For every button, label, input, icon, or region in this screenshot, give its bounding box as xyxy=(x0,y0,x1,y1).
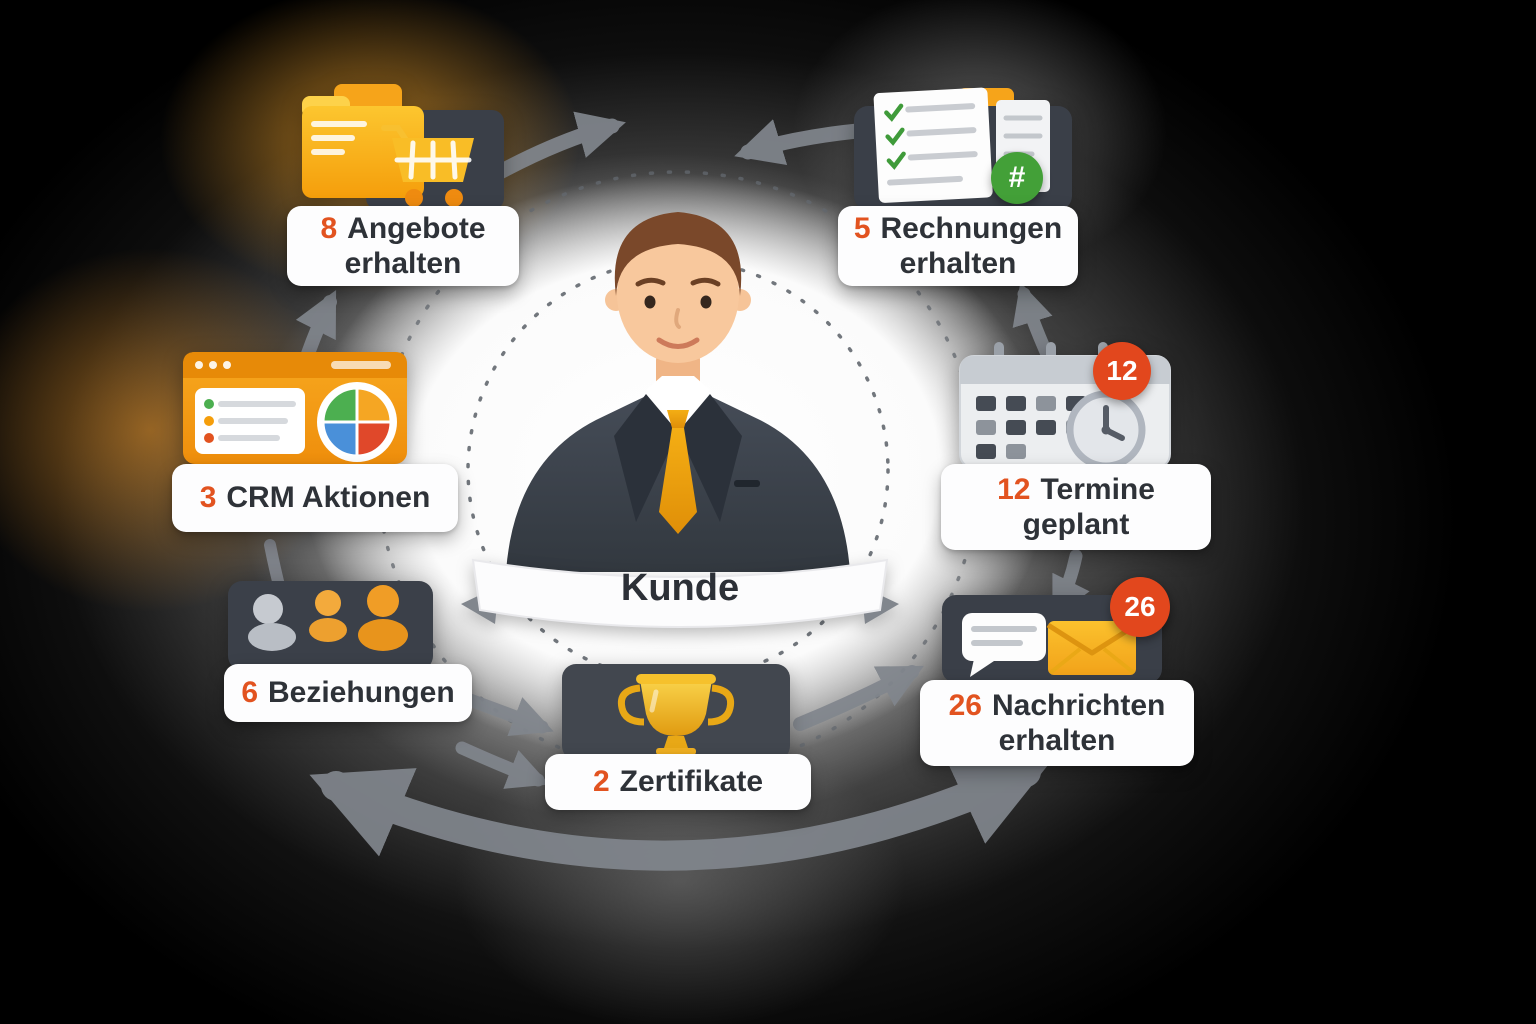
card-termine: 12 Termine geplant xyxy=(941,464,1211,550)
clock-icon xyxy=(1066,390,1146,470)
card-rechnungen: 5 Rechnungen erhalten xyxy=(838,206,1078,286)
pie-chart xyxy=(321,386,393,458)
rechnungen-count: 5 xyxy=(853,211,871,245)
card-beziehungen-line: 6 Beziehungen xyxy=(241,676,455,710)
card-termine-line2: geplant xyxy=(1022,508,1130,541)
nachrichten-count: 26 xyxy=(948,688,982,722)
contacts-icon xyxy=(228,575,433,670)
zertifikate-count: 2 xyxy=(592,765,610,799)
card-zertifikate: 2 Zertifikate xyxy=(545,754,811,810)
arrow-cert-to-messages xyxy=(793,665,924,731)
calendar-icon: 12 xyxy=(952,340,1182,475)
trophy-icon xyxy=(560,662,792,762)
businessman xyxy=(506,212,850,572)
angebote-count: 8 xyxy=(320,211,338,245)
card-nachrichten-line1: 26 Nachrichten xyxy=(948,688,1166,722)
arrow-rel-to-cert-2 xyxy=(455,741,550,789)
arrow-rel-to-cert-1 xyxy=(463,693,554,737)
invoice-checklist-icon: # xyxy=(848,82,1078,214)
kunde-banner xyxy=(461,558,899,628)
card-nachrichten: 26 Nachrichten erhalten xyxy=(920,680,1194,766)
invoice-number-badge: # xyxy=(991,152,1043,204)
card-rechnungen-line1: 5 Rechnungen xyxy=(853,211,1063,245)
card-termine-line1: 12 Termine xyxy=(997,472,1155,506)
messages-count-badge: 26 xyxy=(1110,577,1170,637)
card-crm-line: 3 CRM Aktionen xyxy=(199,481,431,515)
calendar-count-badge: 12 xyxy=(1093,342,1151,400)
kunde-label: Kunde xyxy=(620,566,740,609)
card-angebote-line1: 8 Angebote xyxy=(320,211,486,245)
arrow-topleft xyxy=(492,111,626,180)
card-angebote: 8 Angebote erhalten xyxy=(287,206,519,286)
crm-count: 3 xyxy=(199,481,217,515)
card-beziehungen: 6 Beziehungen xyxy=(224,664,472,722)
arrow-bottom-arc xyxy=(309,756,1053,871)
card-crm: 3 CRM Aktionen xyxy=(172,464,458,532)
card-zertifikate-line: 2 Zertifikate xyxy=(592,765,764,799)
arrow-to-invoices xyxy=(1012,282,1053,359)
card-rechnungen-line2: erhalten xyxy=(899,247,1017,280)
chat-envelope-icon: 26 xyxy=(940,577,1175,685)
card-nachrichten-line2: erhalten xyxy=(998,724,1116,757)
offers-folder-cart-icon xyxy=(298,82,508,214)
arrow-topright xyxy=(734,119,876,166)
termine-count: 12 xyxy=(997,472,1031,506)
beziehungen-count: 6 xyxy=(241,676,258,710)
card-angebote-line2: erhalten xyxy=(344,247,462,280)
crm-dashboard-icon xyxy=(181,348,409,468)
person-illustration xyxy=(506,212,850,572)
